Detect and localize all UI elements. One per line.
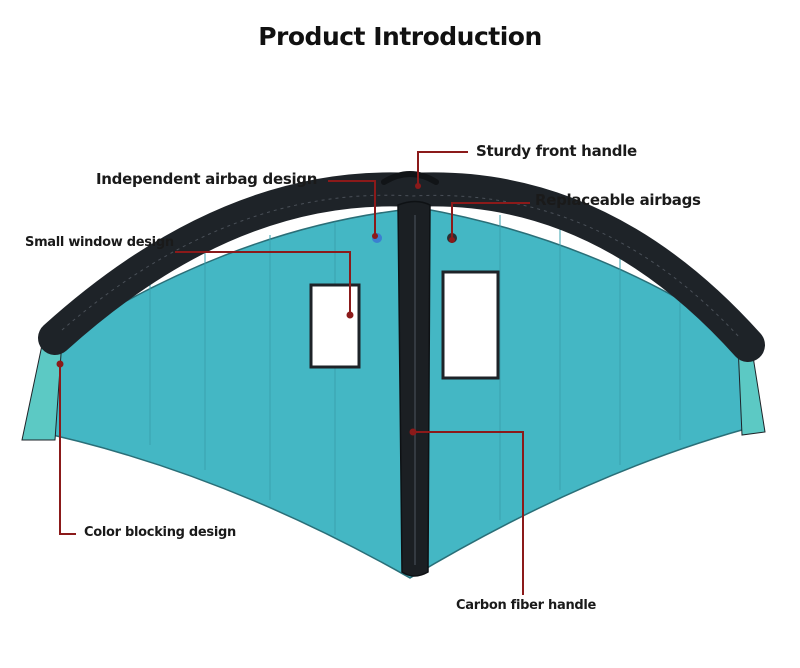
callout-line-color-blocking bbox=[59, 364, 76, 535]
canopy-seams bbox=[149, 215, 681, 535]
front-handle bbox=[381, 171, 439, 185]
label-small-window: Small window design bbox=[25, 235, 174, 250]
callout-line-carbon-handle bbox=[413, 431, 524, 595]
label-independent-airbag: Independent airbag design bbox=[96, 170, 318, 188]
callout-dots bbox=[56, 183, 455, 436]
label-sturdy-front-handle: Sturdy front handle bbox=[476, 142, 637, 160]
page-title: Product Introduction bbox=[258, 22, 542, 51]
callout-line-front-handle bbox=[417, 151, 468, 186]
leading-edge-stitch bbox=[61, 194, 741, 339]
callout-lines bbox=[59, 151, 530, 595]
callout-line-replaceable-airbags bbox=[451, 202, 530, 240]
callout-line-independent-airbag bbox=[328, 180, 376, 236]
label-color-blocking: Color blocking design bbox=[84, 525, 236, 540]
label-replaceable-airbags: Replaceable airbags bbox=[535, 191, 701, 209]
right-window bbox=[441, 270, 500, 380]
left-tip-panel bbox=[21, 339, 63, 441]
callout-line-small-window bbox=[175, 251, 351, 315]
leading-edge-tube bbox=[38, 172, 765, 362]
left-window bbox=[309, 283, 361, 369]
label-carbon-fiber-handle: Carbon fiber handle bbox=[456, 598, 597, 613]
